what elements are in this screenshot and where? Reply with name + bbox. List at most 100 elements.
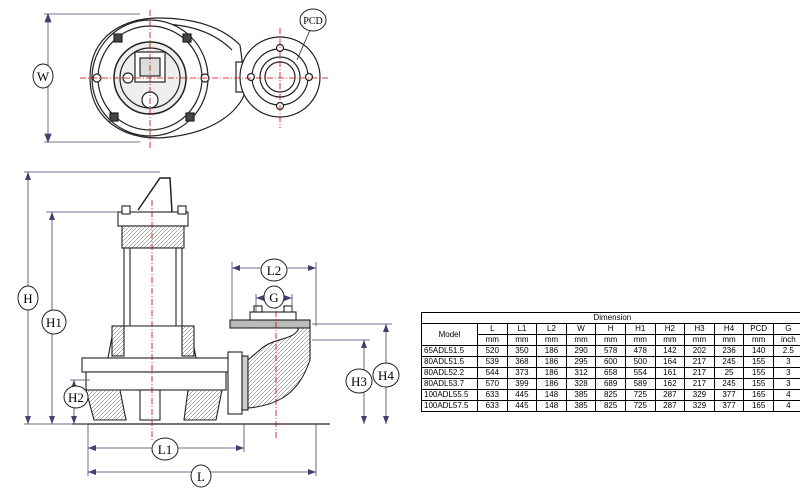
value-cell: 385: [565, 400, 597, 412]
pcd-label: PCD: [303, 16, 322, 27]
value-cell: 155: [743, 356, 774, 368]
unit-cell: mm: [743, 334, 774, 346]
value-cell: 544: [477, 367, 508, 379]
value-cell: 368: [506, 356, 538, 368]
column-header: L: [477, 323, 508, 335]
value-cell: 186: [536, 367, 567, 379]
h-label-bubble: H: [17, 285, 39, 311]
value-cell: 287: [654, 400, 686, 412]
h2-label: H2: [68, 390, 84, 405]
value-cell: 500: [624, 356, 656, 368]
value-cell: 554: [624, 367, 656, 379]
unit-cell: inch: [772, 334, 800, 346]
model-cell: 80ADL53.7: [421, 378, 478, 390]
value-cell: 725: [624, 400, 656, 412]
column-header: H: [595, 323, 626, 335]
value-cell: 445: [506, 389, 538, 401]
column-header: PCD: [743, 323, 774, 335]
value-cell: 186: [536, 378, 567, 390]
column-header: H2: [654, 323, 686, 335]
l1-label: L1: [158, 442, 172, 457]
dimension-table: Dimension Model L L1 L2 W H H1 H2 H3 H4 …: [421, 312, 800, 412]
value-cell: 350: [506, 345, 538, 357]
value-cell: 329: [684, 400, 715, 412]
value-cell: 589: [624, 378, 656, 390]
model-cell: 80ADL51.5: [421, 356, 478, 368]
value-cell: 25: [713, 367, 745, 379]
value-cell: 377: [713, 400, 745, 412]
dimension-arrows: [25, 172, 389, 475]
unit-cell: mm: [506, 334, 538, 346]
top-view: [89, 17, 321, 139]
table-units-row: mm mm mm mm mm mm mm mm mm mm inch: [422, 334, 800, 346]
value-cell: 155: [743, 367, 774, 379]
value-cell: 478: [624, 345, 656, 357]
value-cell: 245: [713, 356, 745, 368]
h4-label-bubble: H4: [372, 362, 400, 388]
value-cell: 825: [595, 389, 626, 401]
unit-cell: mm: [565, 334, 597, 346]
value-cell: 202: [684, 345, 715, 357]
value-cell: 539: [477, 356, 508, 368]
value-cell: 312: [565, 367, 597, 379]
pcd-label-bubble: PCD: [299, 8, 327, 32]
w-label: W: [37, 69, 50, 84]
value-cell: 165: [743, 389, 774, 401]
column-header: L1: [506, 323, 538, 335]
side-view-centerlines: [151, 200, 277, 440]
column-header: G: [772, 323, 800, 335]
column-header: L2: [536, 323, 567, 335]
value-cell: 140: [743, 345, 774, 357]
l1-label-bubble: L1: [151, 437, 179, 461]
value-cell: 4: [772, 400, 800, 412]
value-cell: 3: [772, 356, 800, 368]
l-label: L: [197, 469, 205, 484]
top-view-centerlines: [80, 10, 330, 148]
w-label-bubble: W: [32, 63, 54, 89]
value-cell: 445: [506, 400, 538, 412]
value-cell: 329: [684, 389, 715, 401]
unit-cell: mm: [684, 334, 715, 346]
l-label-bubble: L: [190, 464, 212, 488]
unit-cell: mm: [595, 334, 626, 346]
unit-cell: mm: [477, 334, 508, 346]
l2-label-bubble: L2: [260, 258, 288, 282]
value-cell: 658: [595, 367, 626, 379]
column-header: H4: [713, 323, 745, 335]
g-label: G: [269, 290, 278, 305]
value-cell: 689: [595, 378, 626, 390]
value-cell: 161: [654, 367, 686, 379]
value-cell: 633: [477, 389, 508, 401]
value-cell: 287: [654, 389, 686, 401]
value-cell: 148: [536, 400, 567, 412]
value-cell: 2.5: [772, 345, 800, 357]
h2-label-bubble: H2: [63, 385, 89, 409]
value-cell: 399: [506, 378, 538, 390]
value-cell: 217: [684, 378, 715, 390]
g-label-bubble: G: [263, 285, 285, 309]
unit-cell: mm: [536, 334, 567, 346]
value-cell: 373: [506, 367, 538, 379]
value-cell: 245: [713, 378, 745, 390]
model-cell: 100ADL57.5: [421, 400, 478, 412]
value-cell: 236: [713, 345, 745, 357]
side-dimension-lines: [24, 171, 392, 476]
value-cell: 186: [536, 356, 567, 368]
l2-label: L2: [267, 263, 281, 278]
value-cell: 142: [654, 345, 686, 357]
model-header: Model: [421, 323, 478, 346]
value-cell: 165: [743, 400, 774, 412]
value-cell: 385: [565, 389, 597, 401]
unit-cell: mm: [654, 334, 686, 346]
table-title: Dimension: [421, 312, 800, 324]
value-cell: 520: [477, 345, 508, 357]
value-cell: 633: [477, 400, 508, 412]
